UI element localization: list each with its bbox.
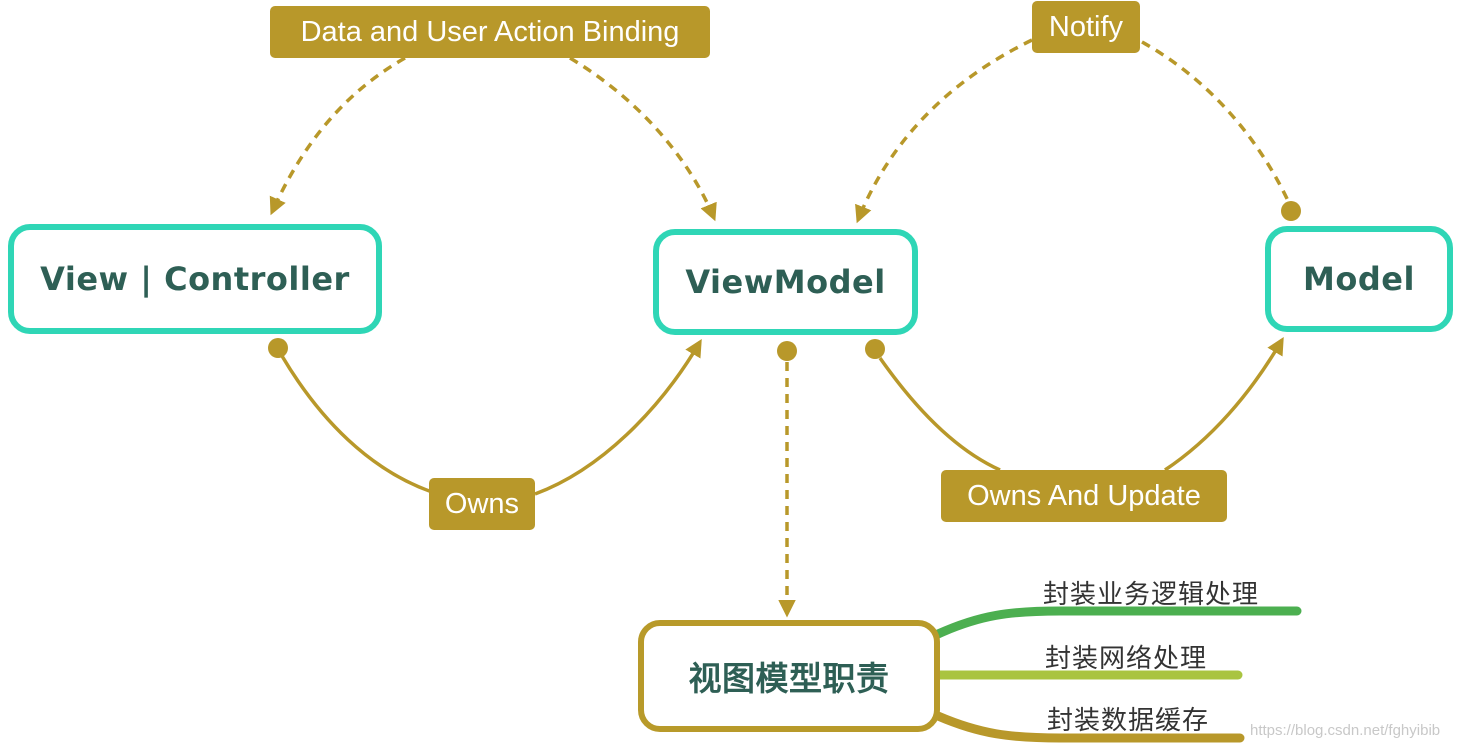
viewmodel-node: ViewModel	[653, 229, 918, 335]
owns-start-dot	[268, 338, 288, 358]
responsibilities-node: 视图模型职责	[638, 620, 940, 732]
owns-update-connector-left	[878, 356, 1001, 472]
branch-text-network: 封装网络处理	[1045, 644, 1208, 674]
branch-text-business-logic: 封装业务逻辑处理	[1043, 580, 1260, 610]
notify-connector-right	[1141, 40, 1292, 206]
owns-update-start-dot	[865, 339, 885, 359]
binding-connector-left	[269, 56, 406, 216]
owns-update-connector-right	[1164, 336, 1284, 472]
owns-update-label: Owns And Update	[941, 470, 1227, 522]
binding-connector-right	[569, 56, 717, 222]
owns-connector-left	[280, 355, 433, 494]
branch-line-1	[933, 606, 1302, 639]
view-controller-node: View | Controller	[8, 224, 382, 334]
branch-line-3	[933, 711, 1245, 743]
notify-connector-left	[855, 38, 1033, 224]
binding-label: Data and User Action Binding	[270, 6, 710, 58]
responsibilities-start-dot	[777, 341, 797, 361]
watermark: https://blog.csdn.net/fghyibib	[1250, 722, 1441, 739]
owns-connector-right	[534, 338, 702, 496]
owns-label: Owns	[429, 478, 535, 530]
model-node: Model	[1265, 226, 1453, 332]
notify-endpoint-dot	[1281, 201, 1301, 221]
branch-text-data-cache: 封装数据缓存	[1047, 706, 1210, 736]
notify-label: Notify	[1032, 1, 1140, 53]
